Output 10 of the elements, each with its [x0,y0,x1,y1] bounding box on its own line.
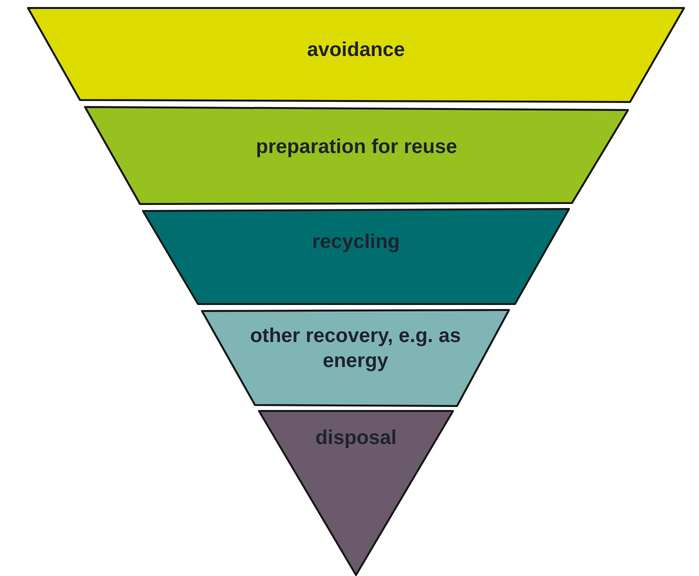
pyramid-band [28,8,684,102]
pyramid-band [143,209,569,304]
pyramid-band [259,411,453,576]
band-label: recycling [312,230,400,255]
pyramid-band [85,107,628,204]
band-label: other recovery, e.g. as energy [249,324,462,374]
pyramid-band [202,310,509,406]
band-label: preparation for reuse [256,135,458,160]
band-label: avoidance [307,38,405,63]
band-label: disposal [315,426,397,451]
